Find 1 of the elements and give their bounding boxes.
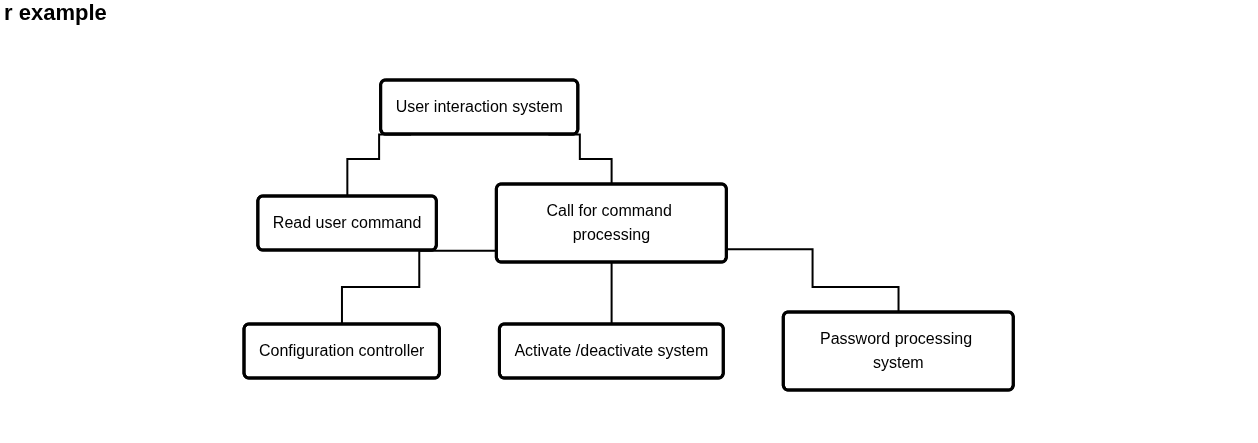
heading: r example	[4, 0, 107, 26]
